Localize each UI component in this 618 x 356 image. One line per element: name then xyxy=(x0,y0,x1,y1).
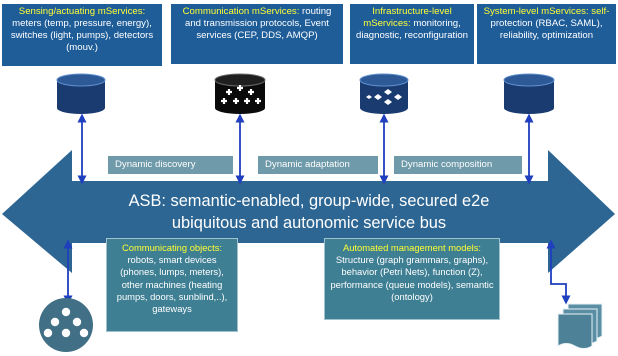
bus-title-line1: ASB: semantic-enabled, group-wide, secur… xyxy=(128,192,490,210)
communication-services-box: Communication mServices: routing and tra… xyxy=(171,4,343,64)
communicating-objects-box: Communicating objects: robots, smart dev… xyxy=(106,238,238,332)
database-network-icon xyxy=(359,73,409,114)
communication-services-title: Communication mServices: xyxy=(182,6,300,17)
dynamic-composition-label: Dynamic composition xyxy=(394,156,522,174)
infrastructure-services-text: monitoring, diagnostic, reconfiguration xyxy=(356,18,468,41)
system-services-title: System-level mServices: self- xyxy=(483,6,610,17)
communicating-objects-title: Communicating objects: xyxy=(121,242,223,253)
database-plus-icon xyxy=(214,73,266,114)
management-models-title: Automated management models: xyxy=(342,242,482,253)
infrastructure-services-title: Infrastructure-level mServices: xyxy=(363,6,452,29)
system-services-text: protection (RBAC, SAML), reliability, op… xyxy=(490,18,603,41)
sensing-services-box: Sensing/actuating mServices: meters (tem… xyxy=(2,4,162,66)
sensing-services-text: meters (temp, pressure, energy), switche… xyxy=(10,18,154,53)
management-models-text: Structure (graph grammars, graphs), beha… xyxy=(330,254,494,302)
database-icon xyxy=(56,73,106,114)
sensing-services-title: Sensing/actuating mServices: xyxy=(18,6,146,17)
database-icon xyxy=(503,73,555,114)
communicating-objects-text: robots, smart devices (phones, lumps, me… xyxy=(116,254,228,315)
management-models-box: Automated management models: Structure (… xyxy=(324,238,500,320)
dynamic-discovery-label: Dynamic discovery xyxy=(108,156,233,174)
communication-services-text: routing and transmission protocols, Even… xyxy=(185,6,332,41)
infrastructure-services-box: Infrastructure-level mServices: monitori… xyxy=(350,4,474,64)
dynamic-adaptation-label: Dynamic adaptation xyxy=(258,156,378,174)
document-stack-icon xyxy=(557,303,603,349)
connector-arrow xyxy=(546,239,571,305)
bus-title-line2: ubiquitous and autonomic service bus xyxy=(171,214,447,232)
system-services-box: System-level mServices: self- protection… xyxy=(477,4,616,64)
objects-cluster-icon xyxy=(39,298,93,352)
